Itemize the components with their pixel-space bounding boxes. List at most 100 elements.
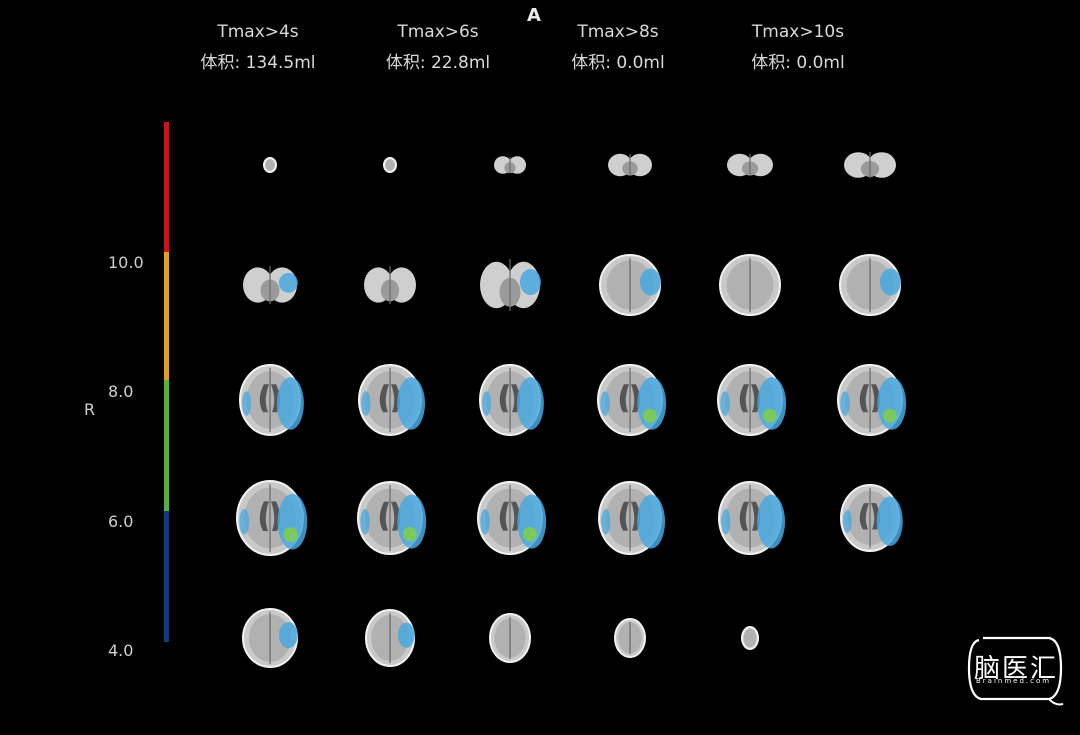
perfusion-lesion-mild xyxy=(601,508,611,535)
perfusion-lesion-mild xyxy=(278,622,298,649)
perfusion-lesion-moderate xyxy=(882,408,897,423)
scale-segment-blue xyxy=(164,511,169,642)
brain-slice xyxy=(741,626,759,650)
brain-slice xyxy=(477,481,547,555)
perfusion-lesion-mild xyxy=(519,269,541,296)
brainmed-logo xyxy=(967,636,1064,706)
perfusion-lesion-mild xyxy=(239,508,250,535)
ventricle xyxy=(859,503,869,530)
white-matter xyxy=(385,159,395,171)
threshold-label: Tmax>6s xyxy=(397,22,479,42)
scale-tick-6: 6.0 xyxy=(108,512,134,531)
perfusion-lesion-mild xyxy=(276,377,304,430)
brain-slice xyxy=(718,481,786,555)
brain-slice xyxy=(358,364,426,436)
ventricle xyxy=(379,384,389,413)
perfusion-lesion-mild xyxy=(397,622,415,648)
threshold-label: Tmax>4s xyxy=(217,22,299,42)
perfusion-lesion-mild xyxy=(637,494,666,549)
threshold-volume: 体积: 22.8ml xyxy=(385,53,491,73)
brain-slice xyxy=(494,156,526,174)
perfusion-lesion-mild xyxy=(361,391,371,416)
perfusion-lesion-moderate xyxy=(283,527,298,543)
brain-slice xyxy=(727,153,773,177)
perfusion-lesion-moderate xyxy=(762,408,777,423)
scale-tick-4: 4.0 xyxy=(108,641,134,660)
threshold-header-2: Tmax>6s 体积: 22.8ml xyxy=(358,17,518,79)
brain-slice xyxy=(837,364,907,436)
brain-slice xyxy=(840,484,903,552)
white-matter xyxy=(265,159,275,171)
threshold-volume: 体积: 0.0ml xyxy=(751,53,845,73)
perfusion-lesion-mild xyxy=(843,509,852,533)
threshold-header-1: Tmax>4s 体积: 134.5ml xyxy=(178,17,338,79)
perfusion-lesion-mild xyxy=(360,508,370,535)
perfusion-lesion-mild xyxy=(516,377,544,430)
logo-subtext: Brainmed.com xyxy=(976,677,1052,685)
perfusion-lesion-mild xyxy=(278,272,298,293)
side-label-right: R xyxy=(84,400,96,419)
logo-text: 脑医汇 xyxy=(974,654,1059,684)
perfusion-lesion-mild xyxy=(480,508,490,535)
brain-slice xyxy=(243,266,298,304)
ventricle xyxy=(259,501,269,531)
brain-slice xyxy=(608,153,653,177)
perfusion-lesion-mild xyxy=(639,268,661,296)
brain-slice xyxy=(599,254,661,316)
perfusion-lesion-mild xyxy=(840,391,850,416)
brain-slice xyxy=(717,364,787,436)
orientation-label-anterior: A xyxy=(527,5,541,26)
brain-slice xyxy=(242,608,298,668)
perfusion-lesion-mild xyxy=(600,391,610,416)
brain-slice xyxy=(364,266,417,304)
scale-segment-red xyxy=(164,122,169,252)
perfusion-lesion-moderate xyxy=(402,527,417,542)
threshold-header-3: Tmax>8s 体积: 0.0ml xyxy=(538,17,698,79)
brain-slice xyxy=(480,259,541,311)
brain-slice xyxy=(839,254,901,316)
ventricle xyxy=(499,501,509,531)
brain-slice xyxy=(357,481,427,555)
scale-tick-10: 10.0 xyxy=(108,253,144,272)
threshold-label: Tmax>8s xyxy=(577,22,659,42)
brain-slice xyxy=(365,609,415,667)
perfusion-lesion-mild xyxy=(721,508,731,535)
brain-slice xyxy=(719,254,781,316)
brain-slice xyxy=(236,480,308,556)
ventricle xyxy=(739,384,749,413)
white-matter xyxy=(743,628,757,648)
ventricle xyxy=(739,501,749,531)
scale-tick-8: 8.0 xyxy=(108,382,134,401)
ventricle xyxy=(499,384,509,413)
brain-slice xyxy=(263,157,277,173)
scale-segment-orange xyxy=(164,252,169,380)
perfusion-lesion-mild xyxy=(397,377,426,430)
ventricle xyxy=(259,384,269,413)
ventricle xyxy=(859,384,869,413)
ventricle xyxy=(619,384,629,413)
brain-slice xyxy=(239,364,304,436)
perfusion-lesion-mild xyxy=(482,391,492,416)
brain-slice xyxy=(479,364,544,436)
brain-slice xyxy=(598,481,666,555)
ventricle xyxy=(619,501,629,531)
brain-slice xyxy=(383,157,397,173)
threshold-volume: 体积: 0.0ml xyxy=(571,53,665,73)
perfusion-lesion-moderate xyxy=(522,527,537,542)
perfusion-lesion-mild xyxy=(879,268,901,296)
ventricle xyxy=(379,501,389,531)
scale-segment-green xyxy=(164,380,169,511)
threshold-label: Tmax>10s xyxy=(751,22,845,42)
perfusion-lesion-mild xyxy=(757,494,786,549)
color-scale-bar xyxy=(164,122,169,642)
brain-slice xyxy=(597,364,667,436)
perfusion-lesion-mild xyxy=(242,391,252,416)
threshold-volume: 体积: 134.5ml xyxy=(200,53,316,73)
brain-slice xyxy=(844,152,896,178)
perfusion-lesion-mild xyxy=(720,391,730,416)
threshold-header-4: Tmax>10s 体积: 0.0ml xyxy=(718,17,878,79)
perfusion-lesion-moderate xyxy=(642,408,657,423)
brain-slice xyxy=(489,613,531,663)
brain-slice xyxy=(614,618,646,658)
